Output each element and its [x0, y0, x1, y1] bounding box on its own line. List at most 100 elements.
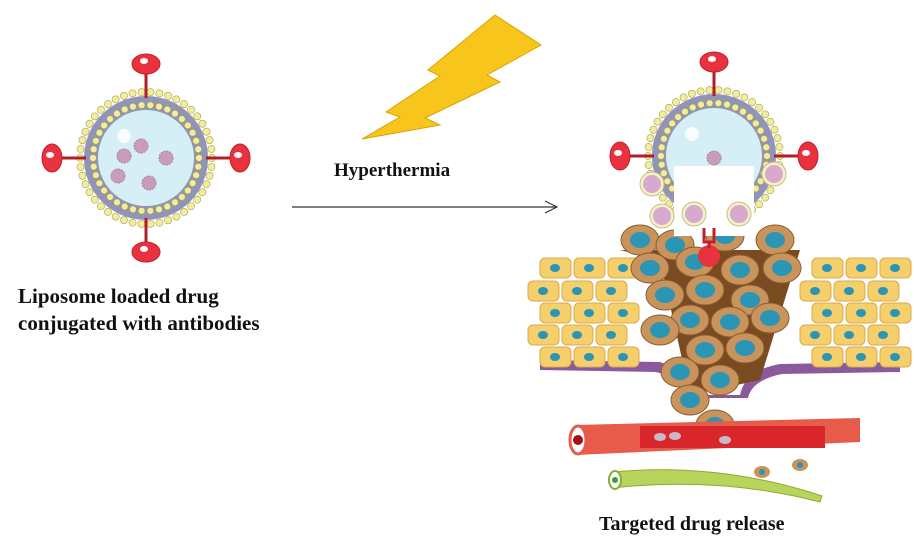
lipid-head [97, 202, 105, 211]
tumor-nucleus [695, 282, 715, 298]
lipid-head [658, 143, 666, 151]
lipid-head [193, 112, 202, 121]
cell-nucleus [822, 264, 832, 272]
lipid-head [760, 135, 768, 143]
tumor-nucleus [695, 342, 715, 358]
lipid-head [76, 163, 85, 171]
cell-nucleus [878, 287, 888, 295]
lipid-head [106, 193, 114, 201]
lipid-head [748, 98, 756, 106]
liposome-caption-line1: Liposome loaded drug [18, 284, 219, 308]
drug-molecule-icon [141, 175, 157, 191]
lipid-head [104, 100, 112, 108]
lipid-head [644, 161, 653, 169]
antibody-highlight [614, 150, 622, 156]
cell-nucleus [584, 353, 594, 361]
lipid-head [121, 105, 129, 114]
drug-molecule-icon [110, 168, 126, 184]
lipid-head [90, 163, 98, 171]
lipid-head [128, 89, 137, 98]
lipid-head [705, 86, 714, 95]
lipid-head [665, 103, 673, 112]
cell-nucleus [550, 309, 560, 317]
lipid-head [163, 202, 171, 211]
tumor-nucleus [760, 310, 780, 326]
hyperthermia-label: Hyperthermia [334, 160, 451, 181]
lipid-head [85, 188, 94, 197]
lipid-head [646, 134, 655, 143]
tumor-nucleus [680, 312, 700, 328]
lipid-head [672, 98, 680, 106]
vessel-opening-inner [573, 435, 583, 445]
lipid-head [104, 208, 112, 216]
lipid-head [113, 109, 121, 118]
lipid-head [172, 212, 181, 221]
antibody-icon [699, 51, 729, 73]
released-drug-icon [643, 175, 661, 193]
lipid-head [755, 103, 763, 112]
lipid-head [137, 207, 146, 215]
lipid-head [78, 136, 87, 145]
cell-nucleus [890, 264, 900, 272]
lipid-head [739, 107, 747, 116]
lipid-head [184, 186, 192, 195]
tumor-nucleus [670, 364, 690, 380]
cell-nucleus [538, 331, 548, 339]
antibody-highlight [140, 58, 148, 64]
cell-nucleus [890, 353, 900, 361]
lipid-head [773, 134, 782, 143]
lipid-head [95, 179, 104, 187]
lipid-head [660, 135, 668, 143]
lipid-head [187, 202, 195, 211]
cell-nucleus [572, 331, 582, 339]
lipid-head [178, 115, 186, 123]
tumor-nucleus [759, 469, 765, 475]
lipid-head [674, 113, 682, 121]
lipid-head [146, 101, 155, 109]
drug-molecule-icon [706, 150, 722, 166]
lipid-head [180, 100, 188, 108]
lipid-head [146, 219, 155, 228]
cell-nucleus [550, 353, 560, 361]
drug-molecule-icon [133, 138, 149, 154]
liposome-releasing [609, 51, 819, 267]
lipid-head [121, 202, 129, 211]
cell-nucleus [844, 287, 854, 295]
lipid-head [653, 117, 662, 126]
lipid-head [180, 208, 188, 216]
lipid-head [155, 102, 163, 111]
lipid-head [752, 119, 760, 128]
lipid-head [746, 113, 754, 121]
released-drug-icon [765, 165, 783, 183]
liposome-caption: Liposome loaded drug conjugated with ant… [18, 283, 260, 337]
antibody-highlight [46, 152, 54, 158]
lipid-head [128, 218, 137, 227]
lipid-head [92, 171, 100, 179]
lipid-head [90, 195, 99, 204]
lipid-head [663, 127, 672, 135]
blood-cell [719, 436, 731, 444]
cell-nucleus [606, 287, 616, 295]
lipid-head [92, 137, 100, 145]
cell-nucleus [618, 309, 628, 317]
lipid-head [113, 198, 121, 207]
antibody-icon [609, 141, 631, 171]
lipid-head [155, 205, 163, 214]
cell-nucleus [878, 331, 888, 339]
aqueous-core [98, 110, 194, 206]
tumor-nucleus [740, 292, 760, 308]
lipid-head [81, 127, 90, 136]
antibody-icon [797, 141, 819, 171]
cell-nucleus [810, 331, 820, 339]
lipid-head [657, 152, 665, 160]
lipid-head [184, 121, 192, 130]
lipid-head [668, 119, 676, 128]
lipid-head [137, 219, 146, 228]
lipid-head [663, 177, 672, 185]
cell-nucleus [810, 287, 820, 295]
bound-antibody-icon [698, 245, 720, 267]
lipid-head [202, 127, 211, 136]
lipid-head [89, 154, 97, 162]
lipid-head [76, 145, 85, 153]
